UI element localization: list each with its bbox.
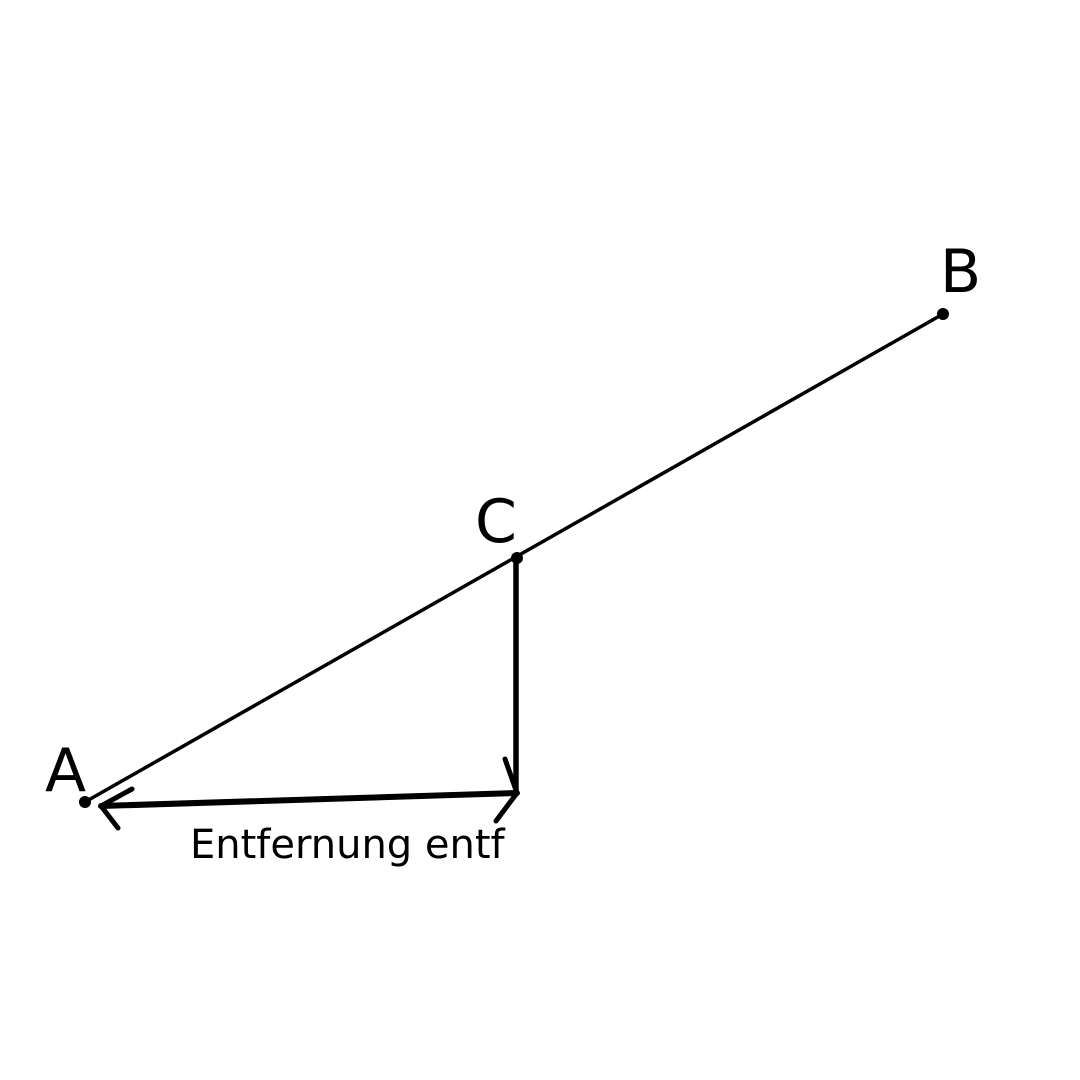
point-a-label: A xyxy=(45,736,86,806)
point-b-label: B xyxy=(940,237,981,307)
distance-label: Entfernung entf xyxy=(190,822,506,868)
distance-arrow xyxy=(98,756,520,831)
arrowhead-left-icon xyxy=(98,786,135,831)
point-a-dot xyxy=(79,796,91,808)
point-c-dot xyxy=(511,552,523,564)
point-c-label: C xyxy=(475,487,517,557)
distance-arrow-shaft xyxy=(98,790,520,809)
point-b-dot xyxy=(937,308,949,320)
arrowhead-right-icon xyxy=(493,756,520,824)
